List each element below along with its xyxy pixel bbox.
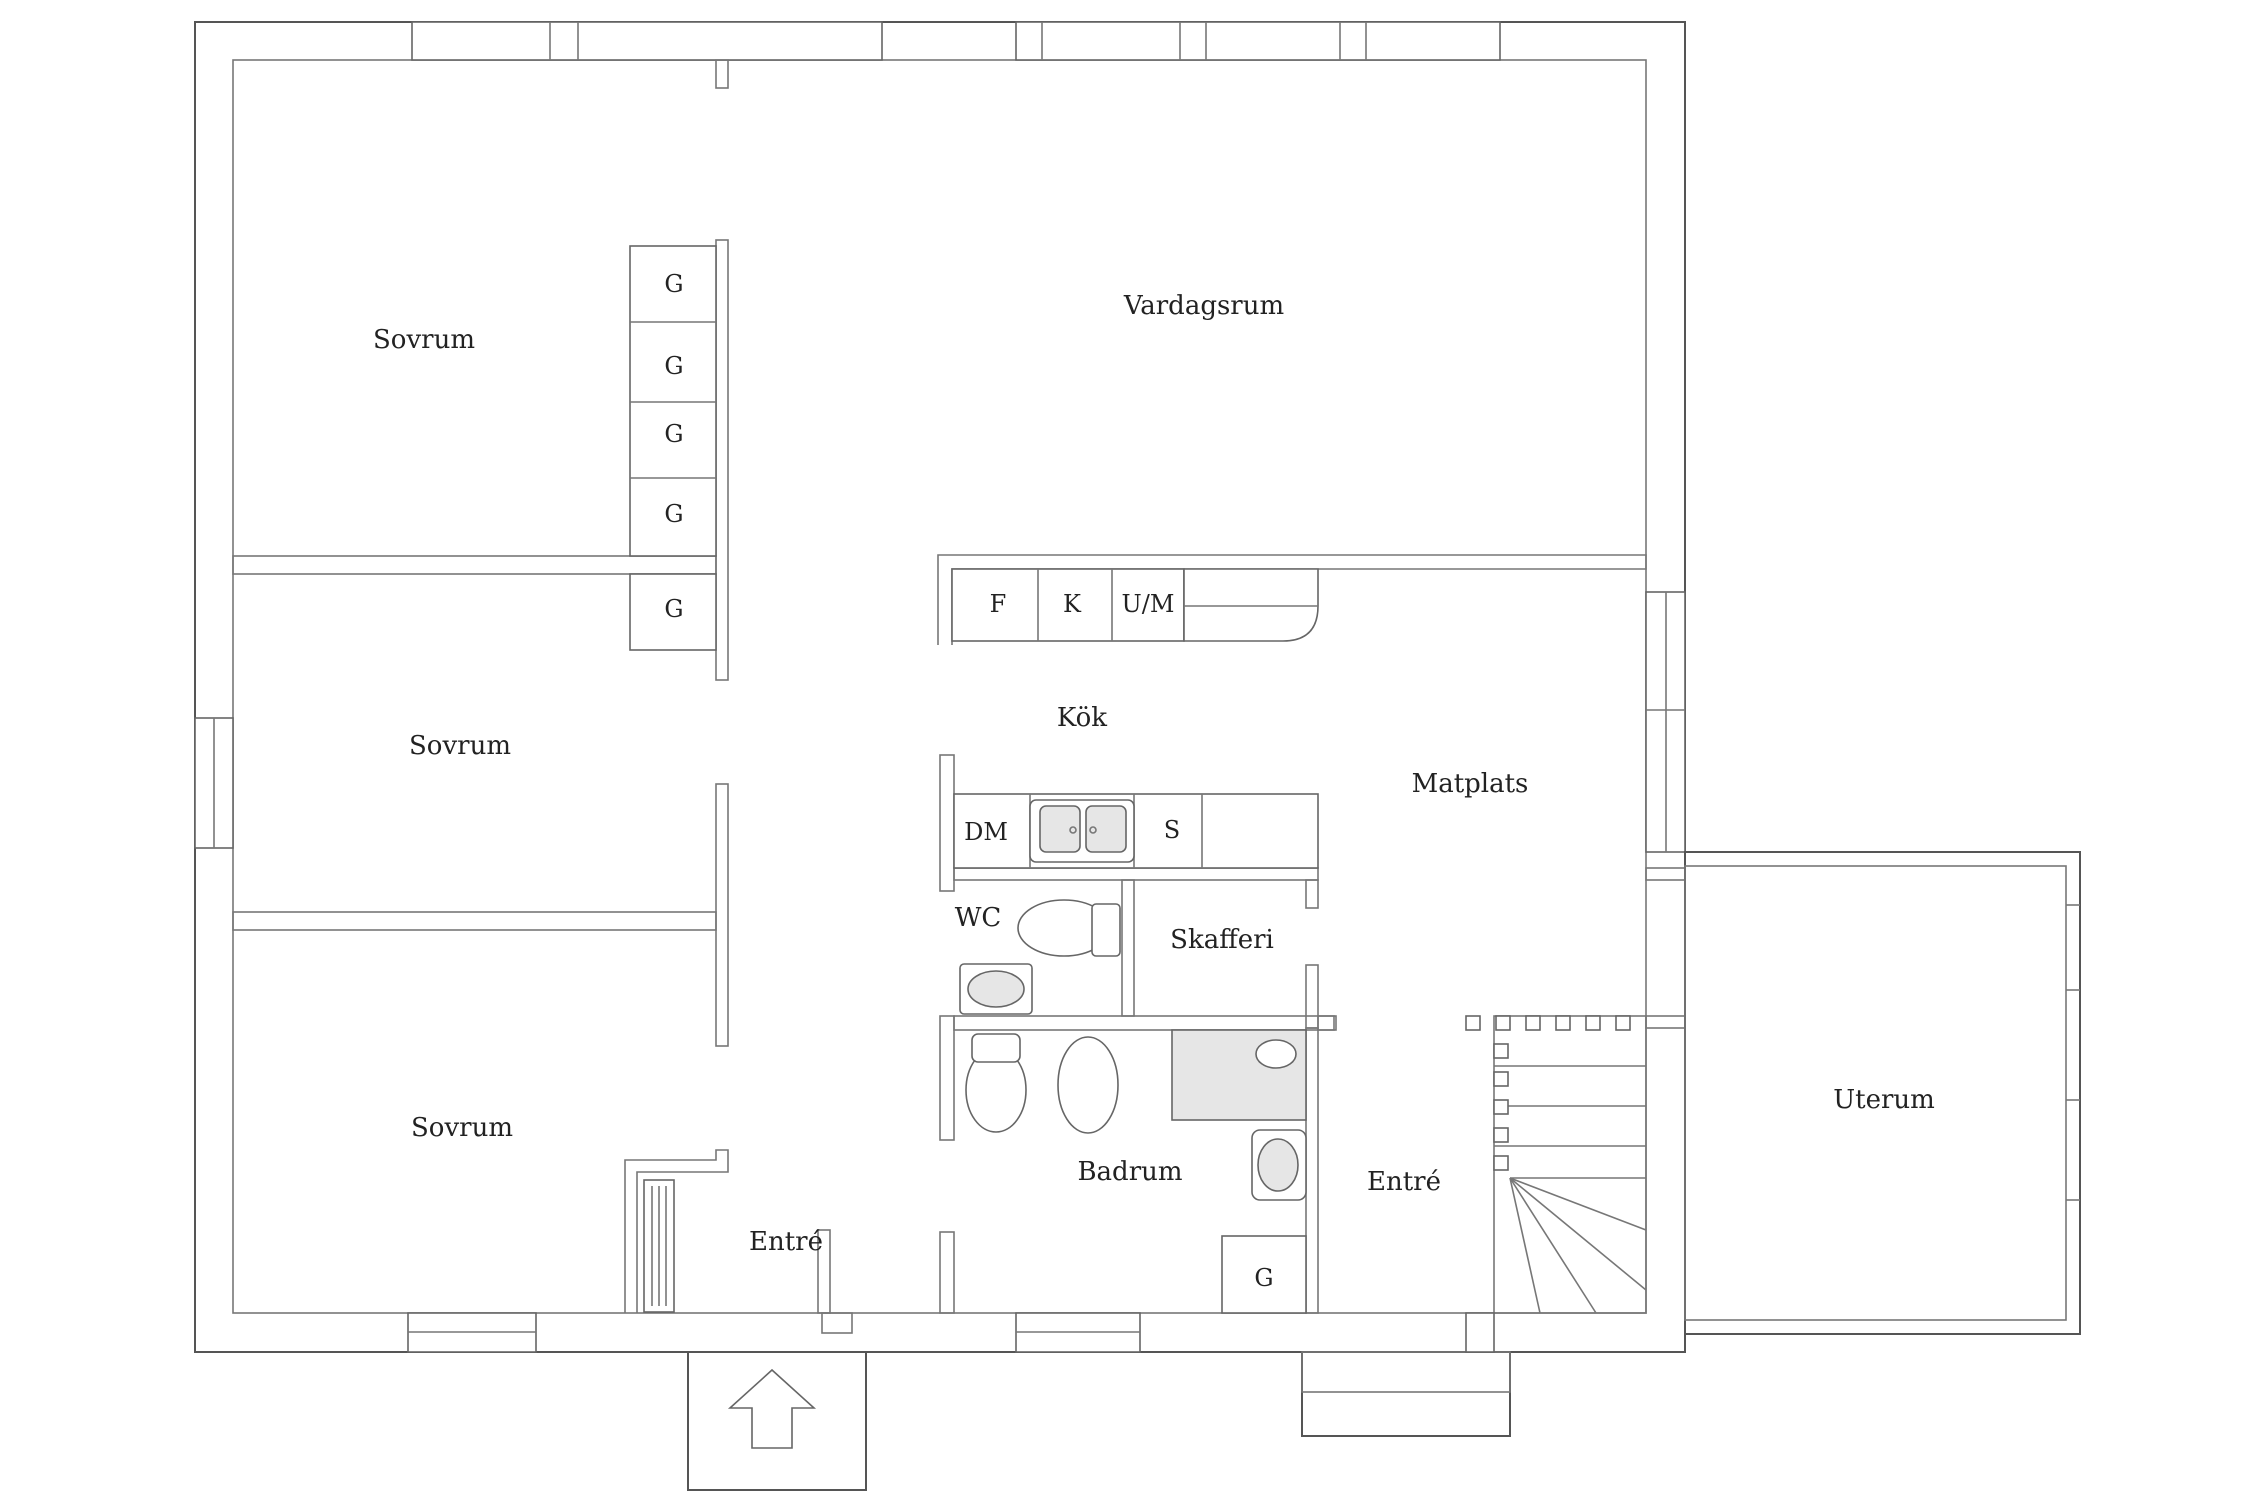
bath-wardrobe	[1221, 1235, 1307, 1314]
label-matplats: Matplats	[1412, 769, 1529, 799]
badrum-fixtures	[965, 1029, 1307, 1314]
label-sovrum-3: Sovrum	[411, 1113, 513, 1143]
label-wardrobe-3: G	[664, 420, 683, 448]
label-wardrobe-6: G	[1254, 1264, 1273, 1292]
label-wardrobe-5: G	[664, 595, 683, 623]
front-step	[687, 1351, 867, 1491]
stairs	[1465, 1015, 1647, 1353]
window-top-right	[1015, 21, 1501, 61]
room-labels: Sovrum Sovrum Sovrum Vardagsrum Kök Matp…	[373, 291, 1935, 1257]
label-kok: Kök	[1057, 703, 1107, 733]
label-wc: WC	[955, 903, 1002, 933]
entrance-steps	[687, 1351, 1511, 1491]
label-dishwasher: DM	[964, 818, 1008, 846]
label-skafferi: Skafferi	[1170, 925, 1274, 955]
label-storage: S	[1164, 816, 1180, 844]
label-wardrobe-1: G	[664, 270, 683, 298]
wardrobe-labels: G G G G G G	[664, 270, 1273, 1292]
wardrobe-block-upper	[629, 245, 717, 557]
kitchen-labels: F K U/M DM S	[964, 590, 1180, 846]
outer-walls	[194, 21, 1686, 1353]
wardrobe-column	[629, 245, 717, 651]
staircase	[1493, 1015, 1647, 1314]
label-oven: U/M	[1122, 590, 1175, 618]
label-sovrum-2: Sovrum	[409, 731, 511, 761]
kitchen-lower-counter	[953, 793, 1319, 869]
uterum-structure	[1684, 851, 2081, 1335]
label-wardrobe-2: G	[664, 352, 683, 380]
sink-counter	[953, 793, 1319, 869]
kitchen-top-counter	[951, 568, 1319, 642]
bidet-icon	[1057, 1036, 1119, 1134]
label-sovrum-1: Sovrum	[373, 325, 475, 355]
label-entre-left: Entré	[749, 1227, 823, 1257]
side-step	[1301, 1351, 1511, 1437]
wc-fixtures	[959, 899, 1121, 1015]
entrance-arrow-icon	[727, 1368, 817, 1449]
interior-walls	[232, 59, 1686, 1334]
corner-counter	[1183, 568, 1319, 642]
windows	[194, 21, 1686, 1353]
appliance-row	[951, 568, 1185, 642]
outer-wall-outline	[194, 21, 1686, 1353]
radiator	[643, 1179, 675, 1313]
wardrobe-block-lower	[629, 573, 717, 651]
label-vardagsrum: Vardagsrum	[1123, 291, 1284, 321]
label-badrum: Badrum	[1077, 1157, 1182, 1187]
label-wardrobe-4: G	[664, 500, 683, 528]
window-top-left	[411, 21, 883, 61]
label-freezer: K	[1063, 590, 1082, 618]
label-entre-right: Entré	[1367, 1167, 1441, 1197]
label-uterum: Uterum	[1833, 1085, 1935, 1115]
label-fridge: F	[990, 590, 1007, 618]
